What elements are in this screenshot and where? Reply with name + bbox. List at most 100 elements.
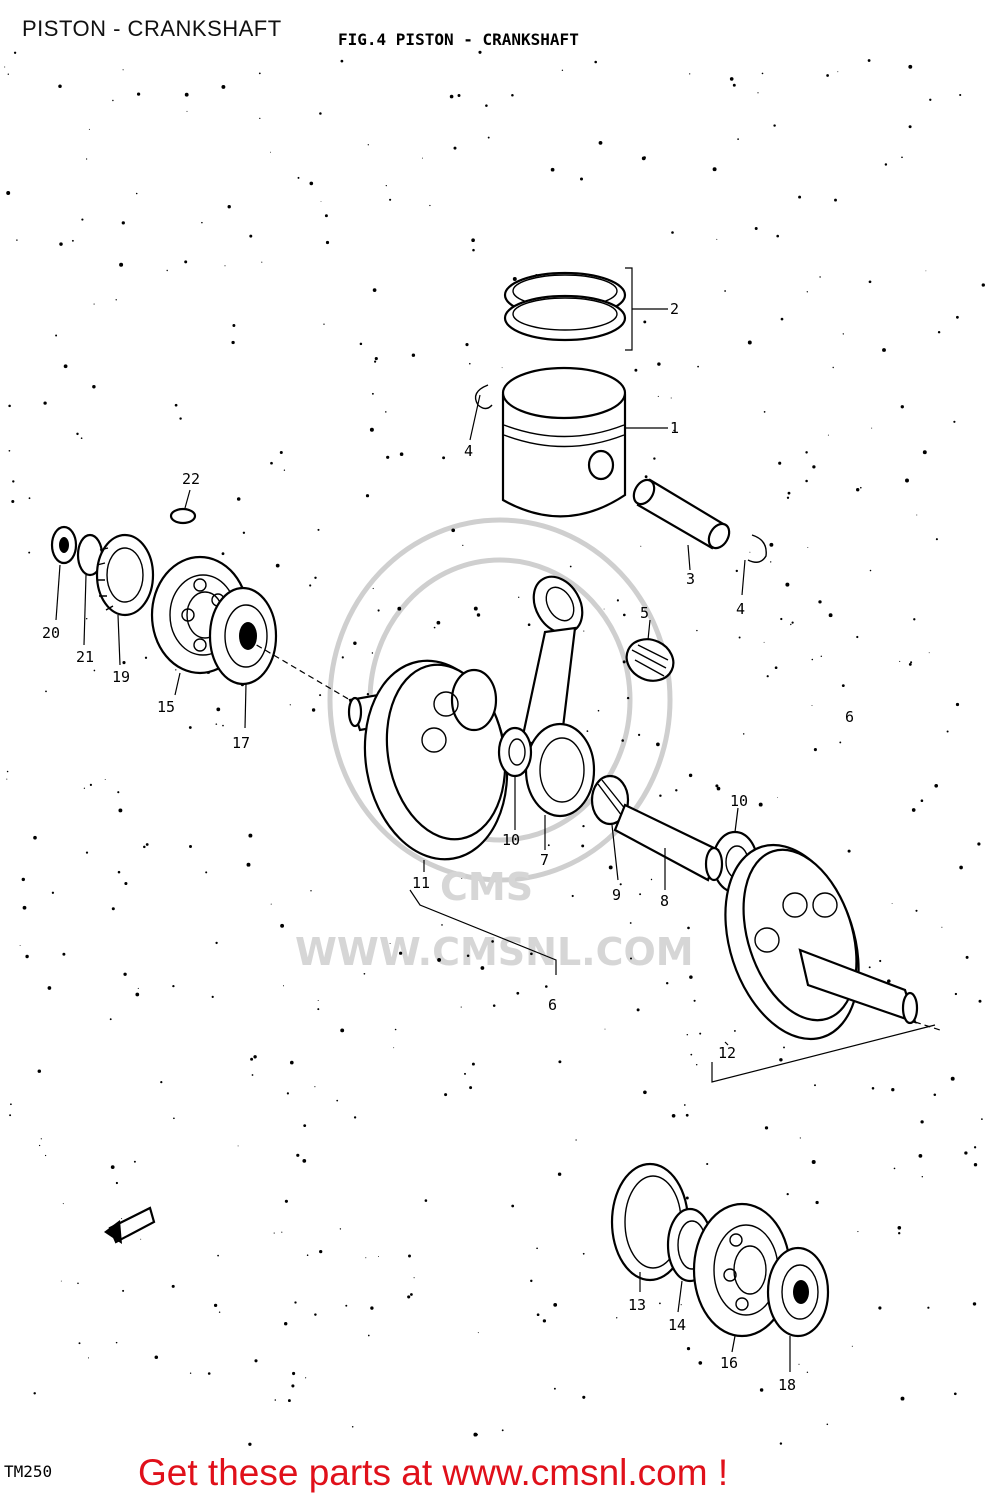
scan-speck <box>319 1249 323 1254</box>
callout-20: 20 <box>42 624 60 642</box>
scan-speck <box>527 623 531 626</box>
scan-speck <box>697 365 699 368</box>
scan-speck <box>905 478 909 483</box>
scan-speck <box>135 992 140 997</box>
scan-speck <box>471 238 475 243</box>
scan-speck <box>884 163 888 166</box>
scan-speck <box>922 450 927 455</box>
callout-12: 12 <box>718 1044 736 1062</box>
callout-10a: 10 <box>502 831 520 849</box>
scan-speck <box>716 238 718 240</box>
scan-speck <box>242 531 246 534</box>
watermark-logo-text: CMS <box>440 865 533 909</box>
scan-speck <box>476 613 481 617</box>
scan-speck <box>733 1029 736 1032</box>
scan-speck <box>550 167 555 172</box>
scan-speck <box>236 497 241 501</box>
scan-speck <box>643 320 647 324</box>
left-oil-seal <box>208 586 278 686</box>
scan-speck <box>920 1120 924 1124</box>
scan-speck <box>121 1218 123 1220</box>
scan-speck <box>270 461 273 465</box>
scan-speck <box>372 587 374 590</box>
callout-1: 1 <box>670 419 679 437</box>
scan-speck <box>643 1090 647 1095</box>
scan-speck <box>653 457 656 460</box>
scan-speck <box>908 662 912 666</box>
scan-speck <box>811 658 814 661</box>
scan-speck <box>393 1047 395 1049</box>
scan-speck <box>754 227 758 230</box>
scan-speck <box>878 1306 882 1310</box>
scan-speck <box>117 791 120 794</box>
scan-speck <box>763 411 766 413</box>
scan-speck <box>294 1301 297 1304</box>
scan-speck <box>871 1087 875 1090</box>
scan-speck <box>954 992 958 996</box>
scan-speck <box>119 262 124 267</box>
scan-speck <box>13 51 17 54</box>
scan-speck <box>353 641 357 646</box>
scan-speck <box>598 141 603 145</box>
scan-speck <box>868 966 871 969</box>
scan-speck <box>289 704 291 706</box>
scan-speck <box>774 666 778 670</box>
scan-speck <box>616 599 619 602</box>
scan-speck <box>934 783 939 788</box>
scan-speck <box>812 465 816 469</box>
scan-speck <box>950 1076 955 1081</box>
scan-speck <box>761 72 764 75</box>
scan-speck <box>955 702 960 707</box>
scan-speck <box>453 146 457 150</box>
scan-speck <box>213 1303 218 1308</box>
scan-speck <box>366 693 370 696</box>
scan-speck <box>410 1293 413 1296</box>
scan-speck <box>424 1199 428 1202</box>
scan-speck <box>786 496 790 499</box>
scan-speck <box>805 479 808 483</box>
scan-speck <box>619 883 622 886</box>
scan-speck <box>63 364 68 369</box>
scan-speck <box>136 92 141 96</box>
scan-speck <box>925 270 927 272</box>
scan-speck <box>544 985 548 988</box>
scan-speck <box>62 1203 64 1205</box>
scan-speck <box>19 945 21 947</box>
scan-speck <box>629 922 632 924</box>
promo-link[interactable]: Get these parts at www.cmsnl.com ! <box>138 1452 729 1493</box>
scan-speck <box>953 420 956 423</box>
scan-speck <box>314 1086 316 1088</box>
callout-14: 14 <box>668 1316 686 1334</box>
scan-speck <box>882 348 886 352</box>
scan-speck <box>972 1302 977 1306</box>
scan-speck <box>291 1384 295 1388</box>
scan-speck <box>811 705 813 707</box>
scan-speck <box>650 878 653 881</box>
scan-speck <box>353 1116 357 1119</box>
scan-speck <box>275 563 280 568</box>
scan-speck <box>464 1072 466 1075</box>
scan-speck <box>689 73 691 75</box>
scan-speck <box>377 609 380 612</box>
scan-speck <box>959 93 962 97</box>
scan-speck <box>22 905 27 910</box>
scan-speck <box>115 1181 118 1185</box>
scan-speck <box>644 475 648 479</box>
scan-speck <box>123 972 127 976</box>
scan-speck <box>953 1392 957 1396</box>
scan-speck <box>834 198 837 202</box>
scan-speck <box>826 1423 829 1426</box>
scan-speck <box>473 1432 478 1437</box>
scan-speck <box>254 1359 258 1363</box>
scan-speck <box>737 138 739 140</box>
scan-speck <box>184 92 189 97</box>
scan-speck <box>629 957 633 960</box>
scan-speck <box>501 1429 504 1432</box>
callout-6a: 6 <box>845 708 854 726</box>
scan-speck <box>814 1084 816 1087</box>
scan-speck <box>317 528 320 531</box>
scan-speck <box>485 104 488 107</box>
scan-speck <box>815 1200 819 1205</box>
crank-pin-assembly <box>590 774 724 882</box>
scan-speck <box>280 923 285 928</box>
